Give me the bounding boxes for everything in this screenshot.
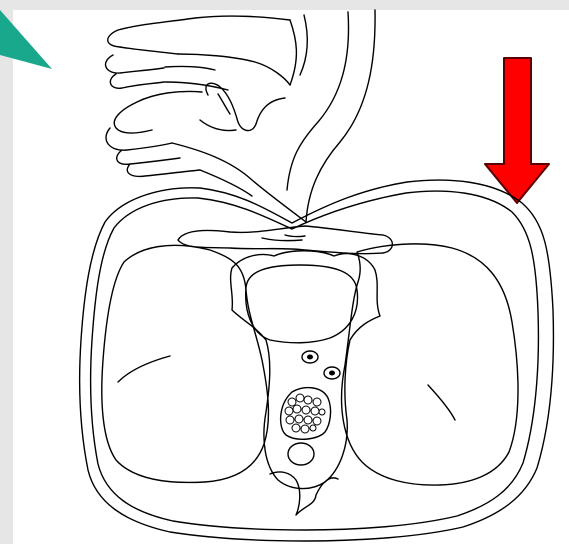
- vertebral-texture: [285, 394, 325, 433]
- left-lung: [102, 245, 269, 482]
- right-lung: [342, 244, 518, 485]
- arm-drawing: [287, 10, 375, 222]
- red-down-arrow-icon: [485, 58, 549, 203]
- heart: [246, 265, 358, 343]
- upper-hand-drawing: [106, 16, 290, 90]
- spinal-canal: [288, 443, 314, 465]
- teal-pointer-arrow-icon: [0, 10, 52, 69]
- inner-chest-wall: [91, 191, 539, 530]
- mediastinum: [231, 251, 380, 489]
- spinous-process: [270, 472, 338, 515]
- spine: [281, 388, 331, 440]
- lower-hand-drawing: [106, 83, 306, 222]
